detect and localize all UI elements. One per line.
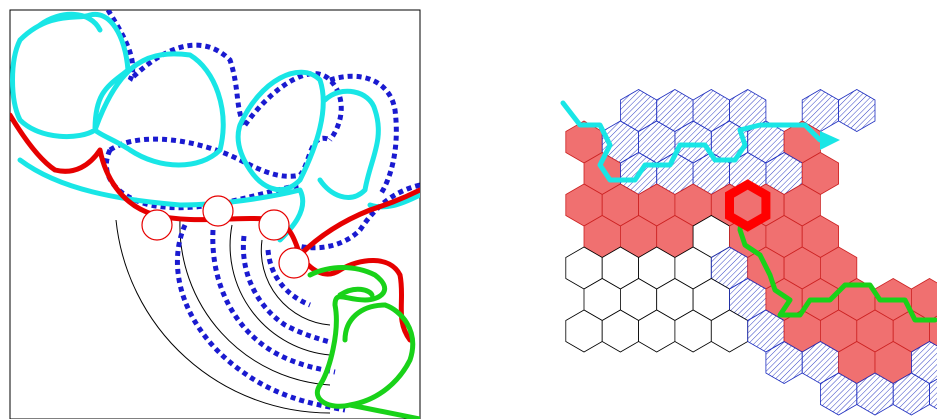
- junction-circle: [141, 209, 173, 241]
- junction-circle: [202, 195, 234, 227]
- hexagon-blue: [929, 378, 937, 410]
- arrow-right-icon: [820, 131, 840, 150]
- hexagonal-lattice-panel: [560, 89, 937, 416]
- concentric-arcs: [115, 219, 331, 414]
- hexagon-blue: [838, 89, 876, 132]
- junction-circle: [258, 209, 290, 241]
- junction-circle: [278, 247, 310, 279]
- cyan-crossing-path: [560, 100, 840, 183]
- blue-dotted-curves: [103, 10, 420, 413]
- hexagon-grid: [565, 89, 937, 416]
- highlighted-hexagon: [725, 179, 771, 232]
- junction-circles: [141, 195, 310, 279]
- green-loop: [307, 265, 420, 419]
- continuum-percolation-panel: [9, 9, 421, 419]
